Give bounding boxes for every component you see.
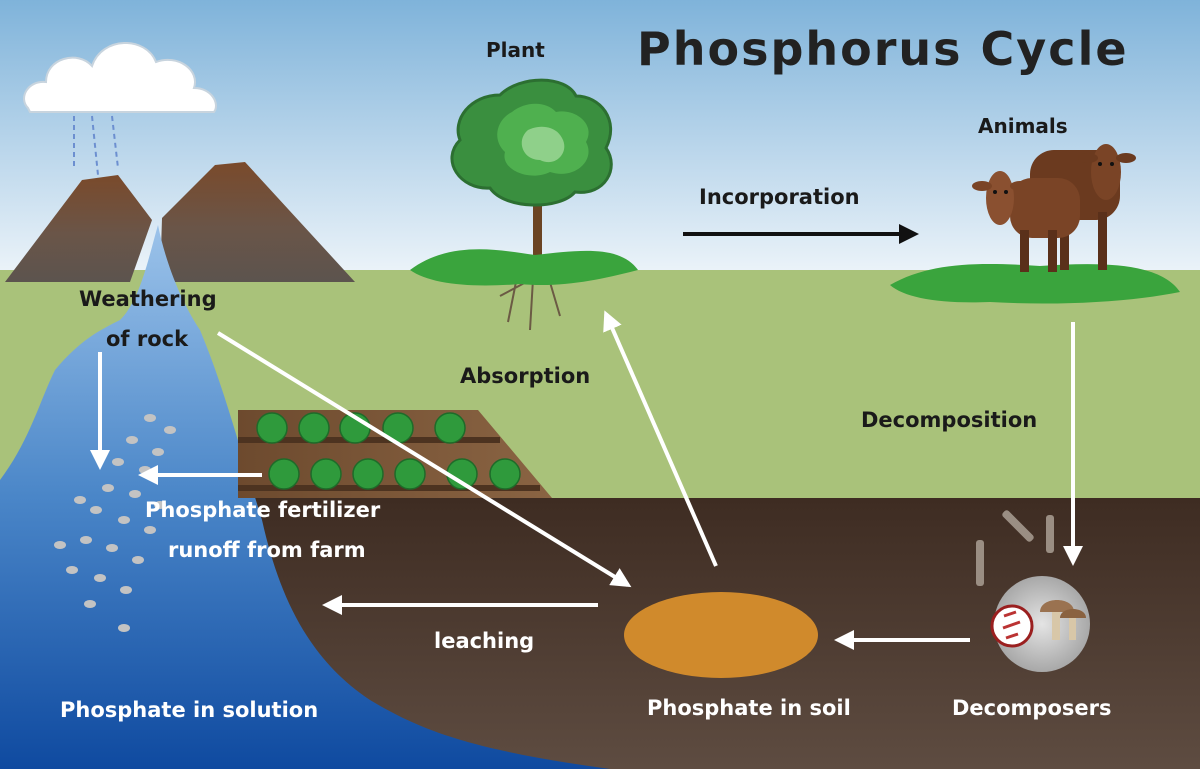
weathering-label-line2: of rock — [106, 327, 189, 351]
incorporation-label: Incorporation — [699, 185, 860, 209]
mountain-right — [160, 162, 355, 282]
fertilizer-label-line2: runoff from farm — [168, 538, 366, 562]
absorption-label: Absorption — [460, 364, 591, 388]
decomposition-label: Decomposition — [861, 408, 1038, 432]
phosphate-in-soil-label: Phosphate in soil — [647, 696, 851, 720]
cycle-arrows — [90, 224, 1083, 650]
mountain-left — [5, 175, 152, 282]
cows — [890, 144, 1180, 304]
tree — [410, 78, 638, 331]
animals-label: Animals — [978, 114, 1068, 138]
weathering-to-soil-arrow — [216, 331, 632, 588]
weathering-label-line1: Weathering — [79, 287, 217, 311]
leaching-label: leaching — [434, 629, 535, 653]
phosphate-in-solution-label: Phosphate in solution — [60, 698, 319, 722]
phosphate-pool — [624, 592, 818, 678]
decomposers-icon — [990, 576, 1090, 672]
rain-cloud — [23, 42, 217, 176]
decomposers-label: Decomposers — [952, 696, 1112, 720]
plant-label: Plant — [486, 38, 545, 62]
bones — [976, 510, 1054, 586]
diagram-title: Phosphorus Cycle — [637, 22, 1129, 76]
farm-field — [238, 410, 552, 498]
fertilizer-label-line1: Phosphate fertilizer — [145, 498, 381, 522]
water-body — [0, 225, 610, 769]
absorption-arrow — [603, 310, 718, 567]
